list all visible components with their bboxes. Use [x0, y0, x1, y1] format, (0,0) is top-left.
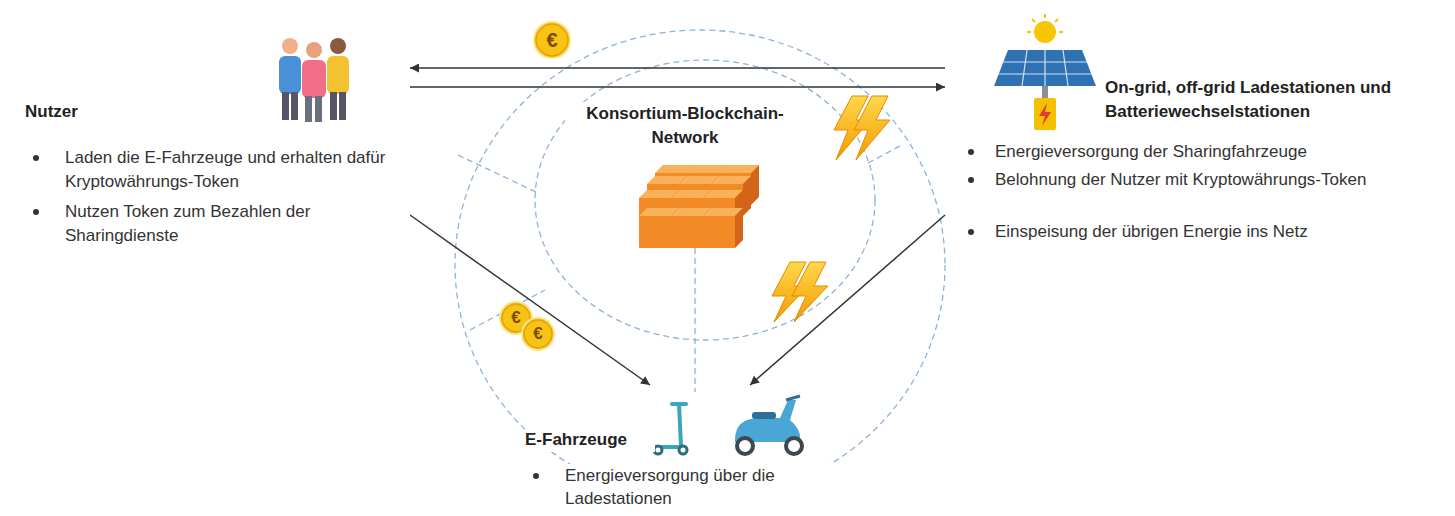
solar-charger-icon [1059, 31, 1063, 33]
dashed-ring [458, 155, 538, 193]
flow-arrow [410, 215, 650, 385]
flow-arrow [410, 86, 945, 88]
solar-charger-icon [1044, 50, 1045, 86]
solar-charger-icon [1042, 86, 1048, 98]
user-group: NutzerLaden die E-Fahrzeuge und erhalten… [20, 20, 410, 252]
bullet-dot [533, 473, 539, 479]
moped-icon [786, 438, 802, 454]
bullet-dot [33, 155, 39, 161]
people-icon [327, 56, 349, 94]
people-icon [291, 92, 298, 120]
heading-text: Konsortium-Blockchain-Network [565, 102, 805, 150]
blockchain-blocks-icon [703, 208, 743, 248]
bullet-text: Energieversorgung der Sharingfahrzeuge [995, 140, 1435, 164]
people-icon [315, 96, 322, 122]
flow-arrow [750, 215, 945, 385]
bullet-text: Energieversorgung über die Ladestationen [565, 464, 835, 510]
moped-icon [735, 400, 800, 442]
moped-icon [737, 438, 753, 454]
bullet-dot [33, 209, 39, 215]
people-icon [279, 38, 349, 122]
people-icon [330, 92, 337, 120]
solar-charger-icon [1027, 14, 1063, 32]
people-icon [282, 38, 298, 54]
moped-icon [752, 412, 776, 419]
moped-icon [735, 396, 802, 454]
bullet-text: Einspeisung der übrigen Energie ins Netz [995, 220, 1435, 244]
kick-scooter-icon [679, 446, 687, 454]
bullet-dot [968, 177, 974, 183]
solar-charger-icon [1032, 19, 1035, 22]
coin-symbol: € [523, 319, 553, 349]
people-icon [305, 96, 312, 122]
charging-station-group: On-grid, off-grid Ladestationen und Batt… [945, 20, 1445, 248]
kick-scooter-icon [654, 404, 687, 454]
people-icon [339, 92, 346, 120]
bullet-dot [968, 229, 974, 235]
blockchain-network: Konsortium-Blockchain-Network [565, 100, 805, 154]
solar-charger-icon [998, 50, 1092, 86]
solar-charger-icon [1022, 50, 1027, 86]
moped-icon [786, 396, 800, 400]
dashed-ring [455, 30, 945, 500]
kick-scooter-icon [672, 402, 686, 406]
people-icon [302, 60, 326, 98]
solar-charger-icon [1001, 61, 1087, 62]
solar-charger-icon [994, 14, 1096, 130]
solar-charger-icon [1044, 14, 1046, 18]
solar-charger-icon [994, 50, 1096, 86]
solar-charger-icon [1034, 98, 1056, 130]
people-icon [282, 92, 289, 120]
bullet-text: Nutzen Token zum Bezahlen der Sharingdie… [65, 200, 410, 248]
dashed-ring [535, 60, 875, 340]
solar-charger-icon [1063, 50, 1068, 86]
heading-text: E-Fahrzeuge [525, 428, 655, 452]
solar-charger-icon [1039, 103, 1051, 126]
lightning-icon [854, 96, 890, 160]
heading-text: Nutzer [25, 100, 225, 124]
people-icon [330, 38, 346, 54]
blockchain-blocks-icon [639, 165, 759, 248]
kick-scooter-icon [679, 404, 681, 446]
dashed-ring [868, 146, 900, 163]
kick-scooter-icon [654, 446, 662, 454]
bullet-dot [968, 149, 974, 155]
dashed-ring [694, 248, 695, 392]
coin-symbol: € [535, 23, 569, 57]
lightning-icon [792, 262, 828, 322]
people-icon [279, 56, 301, 94]
vehicle-group: E-FahrzeugeEnergieversorgung über die La… [520, 385, 840, 514]
flow-arrow [410, 67, 945, 69]
dashed-ring [455, 30, 945, 500]
solar-charger-icon [1034, 21, 1056, 43]
bullet-text: Laden die E-Fahrzeuge und erhalten dafür… [65, 146, 410, 194]
bullet-text: Belohnung der Nutzer mit Kryptowährungs-… [995, 168, 1435, 192]
solar-charger-icon [1055, 19, 1058, 22]
solar-charger-icon [1027, 31, 1031, 33]
people-icon [306, 42, 322, 58]
heading-text: On-grid, off-grid Ladestationen und Batt… [1105, 76, 1405, 124]
